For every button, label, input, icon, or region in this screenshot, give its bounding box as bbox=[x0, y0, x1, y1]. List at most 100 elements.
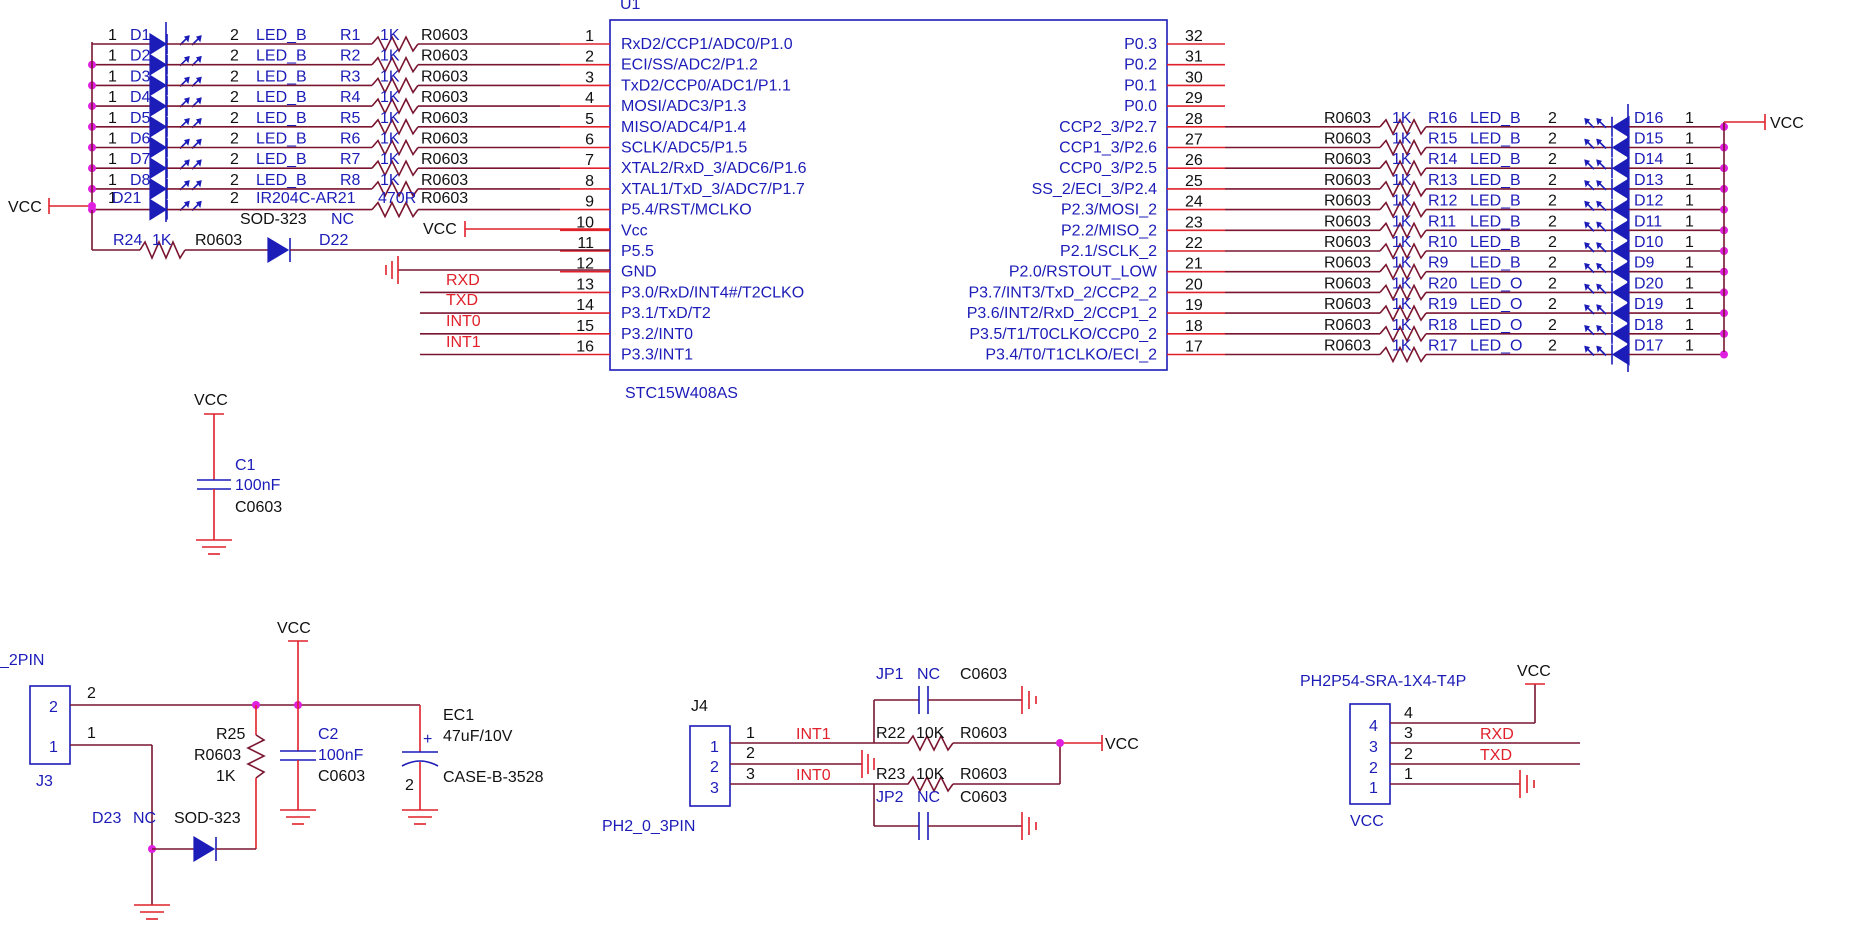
d23-ground-icon bbox=[134, 904, 170, 920]
net-label-int1: INT1 bbox=[446, 334, 481, 351]
res-value: 1K bbox=[1392, 296, 1412, 313]
u1-right-pins: 32P0.331P0.230P0.129P0.028CCP2_3/P2.727C… bbox=[967, 28, 1225, 364]
led-pin-k: 2 bbox=[1548, 234, 1557, 251]
vcc-label-u1: VCC bbox=[423, 221, 457, 238]
led-icon bbox=[1611, 219, 1630, 242]
led-pin-k: 2 bbox=[230, 110, 239, 127]
u1-pin-number: 32 bbox=[1185, 28, 1203, 45]
j3-ref: J3 bbox=[36, 773, 53, 790]
j4-pin-1-inner: 1 bbox=[710, 739, 719, 756]
led-pin-k: 2 bbox=[1548, 172, 1557, 189]
led-value: LED_O bbox=[1470, 296, 1522, 313]
j4-ground-icon bbox=[861, 750, 875, 778]
led-ref: D10 bbox=[1634, 234, 1663, 251]
led-pin-k: 2 bbox=[1548, 317, 1557, 334]
led-pin-a: 1 bbox=[108, 89, 117, 106]
led-pin-a: 1 bbox=[108, 172, 117, 189]
res-ref: R4 bbox=[340, 89, 361, 106]
led-pin-k: 2 bbox=[1548, 110, 1557, 127]
j4-net-int1: INT1 bbox=[796, 726, 831, 743]
u1-pin-name: P0.2 bbox=[1124, 57, 1157, 74]
d23-ref: D23 bbox=[92, 810, 121, 827]
res-value: 1K bbox=[380, 27, 400, 44]
res-footprint: R0603 bbox=[1324, 275, 1371, 292]
led-ref: D19 bbox=[1634, 296, 1663, 313]
ir-led-icon bbox=[149, 198, 168, 221]
led-pin-k: 2 bbox=[1548, 193, 1557, 210]
u1-pin-name: P2.2/MISO_2 bbox=[1061, 222, 1157, 239]
res-footprint: R0603 bbox=[1324, 255, 1371, 272]
led-pin-k: 2 bbox=[230, 131, 239, 148]
led-ref: D11 bbox=[1634, 213, 1662, 230]
r22-ref: R22 bbox=[876, 725, 905, 742]
led-icon bbox=[1611, 177, 1630, 200]
led-icon bbox=[1611, 115, 1630, 138]
u1-pin-number: 5 bbox=[585, 111, 594, 128]
u1-pin-name: P3.2/INT0 bbox=[621, 326, 693, 343]
r25-ref: R25 bbox=[216, 726, 245, 743]
led-ref: D4 bbox=[130, 89, 151, 106]
u1-pin-number: 22 bbox=[1185, 235, 1203, 252]
ec1-footprint: CASE-B-3528 bbox=[443, 769, 544, 786]
u1-pin-number: 24 bbox=[1185, 194, 1203, 211]
j3-part: _2PIN bbox=[0, 652, 44, 669]
r24-d22-row: R24 1K R0603 D22 bbox=[92, 232, 610, 264]
res-ref: R18 bbox=[1428, 317, 1457, 334]
ec1-ground-icon bbox=[402, 809, 438, 825]
d22-diode-icon bbox=[267, 236, 290, 264]
led-icon bbox=[149, 53, 168, 76]
res-footprint: R0603 bbox=[421, 27, 468, 44]
led-value: LED_B bbox=[1470, 131, 1521, 148]
res-footprint: R0603 bbox=[1324, 151, 1371, 168]
res-footprint: R0603 bbox=[1324, 172, 1371, 189]
resistor-icon bbox=[1379, 118, 1427, 136]
led-ref: D5 bbox=[130, 110, 151, 127]
led-value: LED_B bbox=[256, 110, 307, 127]
led-ref: D20 bbox=[1634, 275, 1663, 292]
res-ref: R14 bbox=[1428, 151, 1457, 168]
res-value: 1K bbox=[380, 48, 400, 65]
u1-pin-name: P5.5 bbox=[621, 243, 654, 260]
led-value: LED_O bbox=[1470, 338, 1522, 355]
jp1-ground-icon bbox=[1021, 686, 1037, 714]
jp1-ref: JP1 bbox=[876, 666, 904, 683]
led-ref: D8 bbox=[130, 172, 151, 189]
uart-pin-3: 3 bbox=[1404, 725, 1413, 742]
u1-pin-name: P3.3/INT1 bbox=[621, 347, 693, 364]
u1-pin-name: P0.3 bbox=[1124, 36, 1157, 53]
supply-vcc: VCC bbox=[277, 620, 311, 705]
jp1-jumper: JP1 NC C0603 bbox=[873, 666, 1037, 743]
led-value: LED_O bbox=[1470, 317, 1522, 334]
led-ref: D16 bbox=[1634, 110, 1663, 127]
res-value: 1K bbox=[1392, 172, 1412, 189]
led-icon bbox=[149, 136, 168, 159]
res-ref: R9 bbox=[1428, 255, 1449, 272]
resistor-icon bbox=[1379, 262, 1427, 281]
led-value: LED_B bbox=[1470, 110, 1521, 127]
r22-footprint: R0603 bbox=[960, 725, 1007, 742]
led-ref: D12 bbox=[1634, 193, 1663, 210]
led-icon bbox=[1611, 239, 1630, 263]
resistor-icon bbox=[371, 180, 419, 198]
res-footprint: R0603 bbox=[1324, 213, 1371, 230]
j3-pin-1-inner: 1 bbox=[49, 739, 58, 756]
j4-pin-2: 2 bbox=[746, 745, 755, 762]
led-pin-k: 2 bbox=[230, 89, 239, 106]
jp2-jumper: JP2 NC C0603 bbox=[873, 784, 1037, 840]
led-value: LED_B bbox=[256, 172, 307, 189]
res-ref: R7 bbox=[340, 151, 361, 168]
uart-header-label: VCC bbox=[1350, 813, 1384, 830]
resistor-icon bbox=[371, 35, 419, 53]
u1-pin-number: 7 bbox=[585, 152, 594, 169]
led-icon bbox=[1611, 322, 1630, 345]
res-value: 1K bbox=[1392, 338, 1412, 355]
led-pin-k: 2 bbox=[1548, 275, 1557, 292]
u1-pin-number: 21 bbox=[1185, 256, 1203, 273]
res-footprint: R0603 bbox=[421, 89, 468, 106]
led-value: LED_B bbox=[256, 48, 307, 65]
u1-pin-name: P2.3/MOSI_2 bbox=[1061, 202, 1157, 219]
